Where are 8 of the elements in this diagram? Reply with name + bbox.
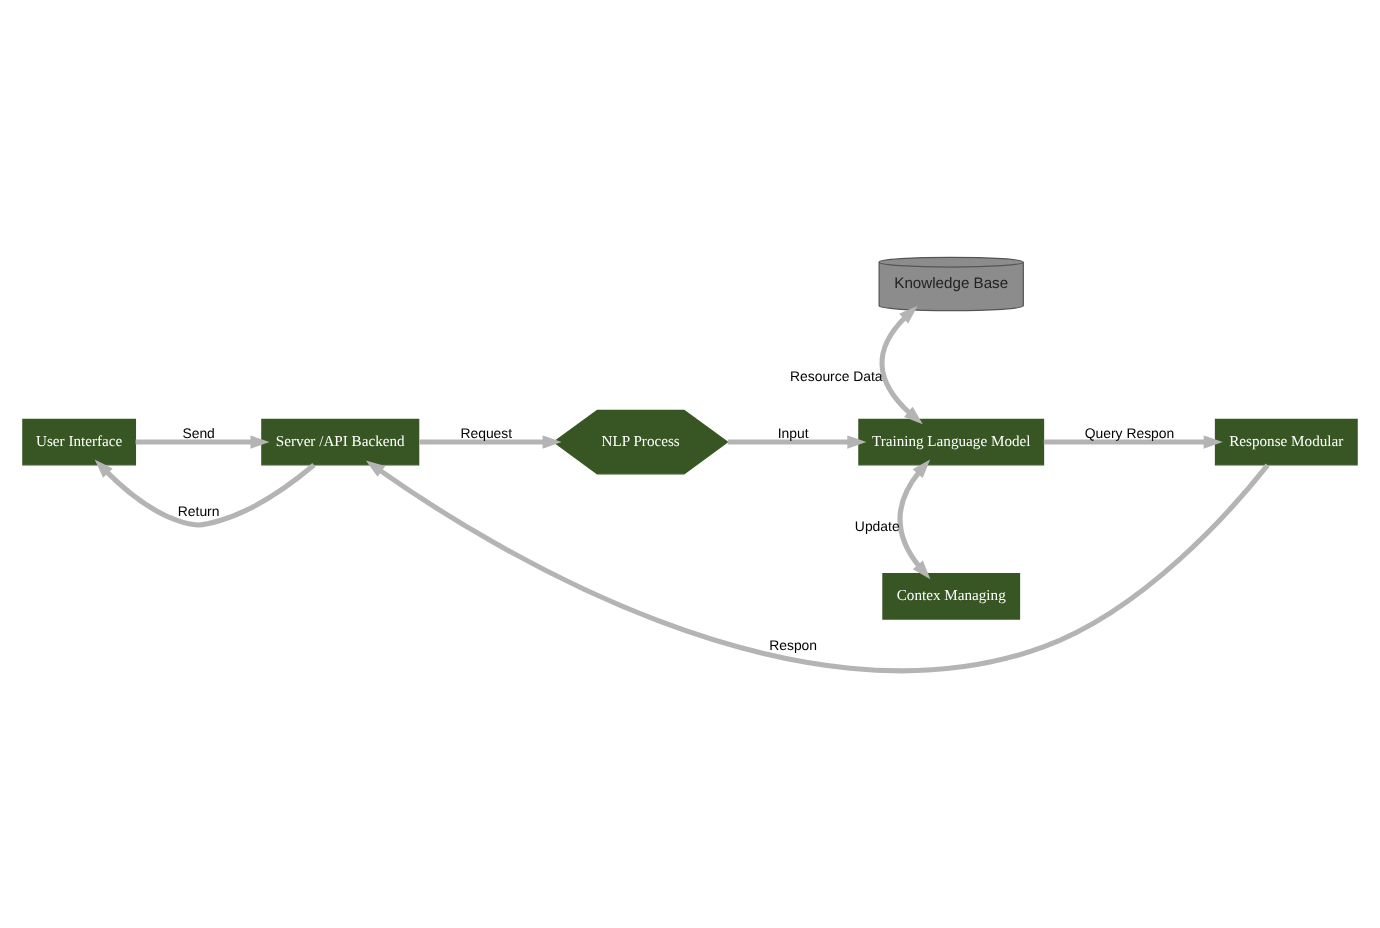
arrow xyxy=(365,460,1270,674)
arrow xyxy=(135,435,270,449)
arrow xyxy=(1043,435,1223,449)
arrow xyxy=(94,459,316,528)
arrow xyxy=(879,305,923,425)
arrow xyxy=(727,435,867,449)
arrow xyxy=(897,459,931,580)
arrow xyxy=(419,435,562,449)
